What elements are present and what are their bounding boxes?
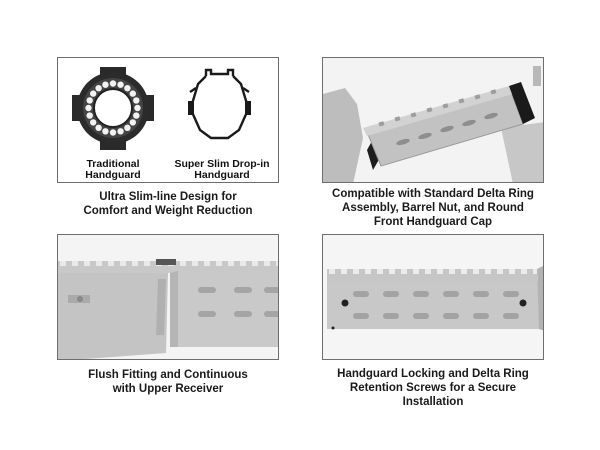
caption-locking-screws: Handguard Locking and Delta Ring Retenti…	[337, 368, 529, 408]
slim-handguard-frame-icon	[188, 68, 251, 140]
caption-ultra-slim-design: Ultra Slim-line Design for Comfort and W…	[83, 191, 253, 217]
caption-delta-ring-compatible: Compatible with Standard Delta Ring Asse…	[332, 188, 534, 228]
traditional-handguard-label: Traditional Handguard	[85, 158, 141, 181]
caption-flush-fitting: Flush Fitting and Continuous with Upper …	[88, 369, 248, 395]
slim-handguard-label: Super Slim Drop-in Handguard	[174, 158, 270, 181]
panel-delta-ring-assembly	[322, 57, 544, 183]
delta-ring-drawing	[323, 58, 543, 182]
traditional-handguard-ring-icon	[72, 67, 154, 150]
flush-fitting-drawing	[58, 235, 278, 359]
panel-locking-screws	[322, 234, 544, 360]
panel-handguard-comparison: Traditional Handguard Super Slim Drop-in…	[57, 57, 279, 183]
locking-screws-drawing	[323, 235, 543, 359]
handguard-comparison-drawing	[72, 67, 251, 150]
panel-flush-fitting	[57, 234, 279, 360]
